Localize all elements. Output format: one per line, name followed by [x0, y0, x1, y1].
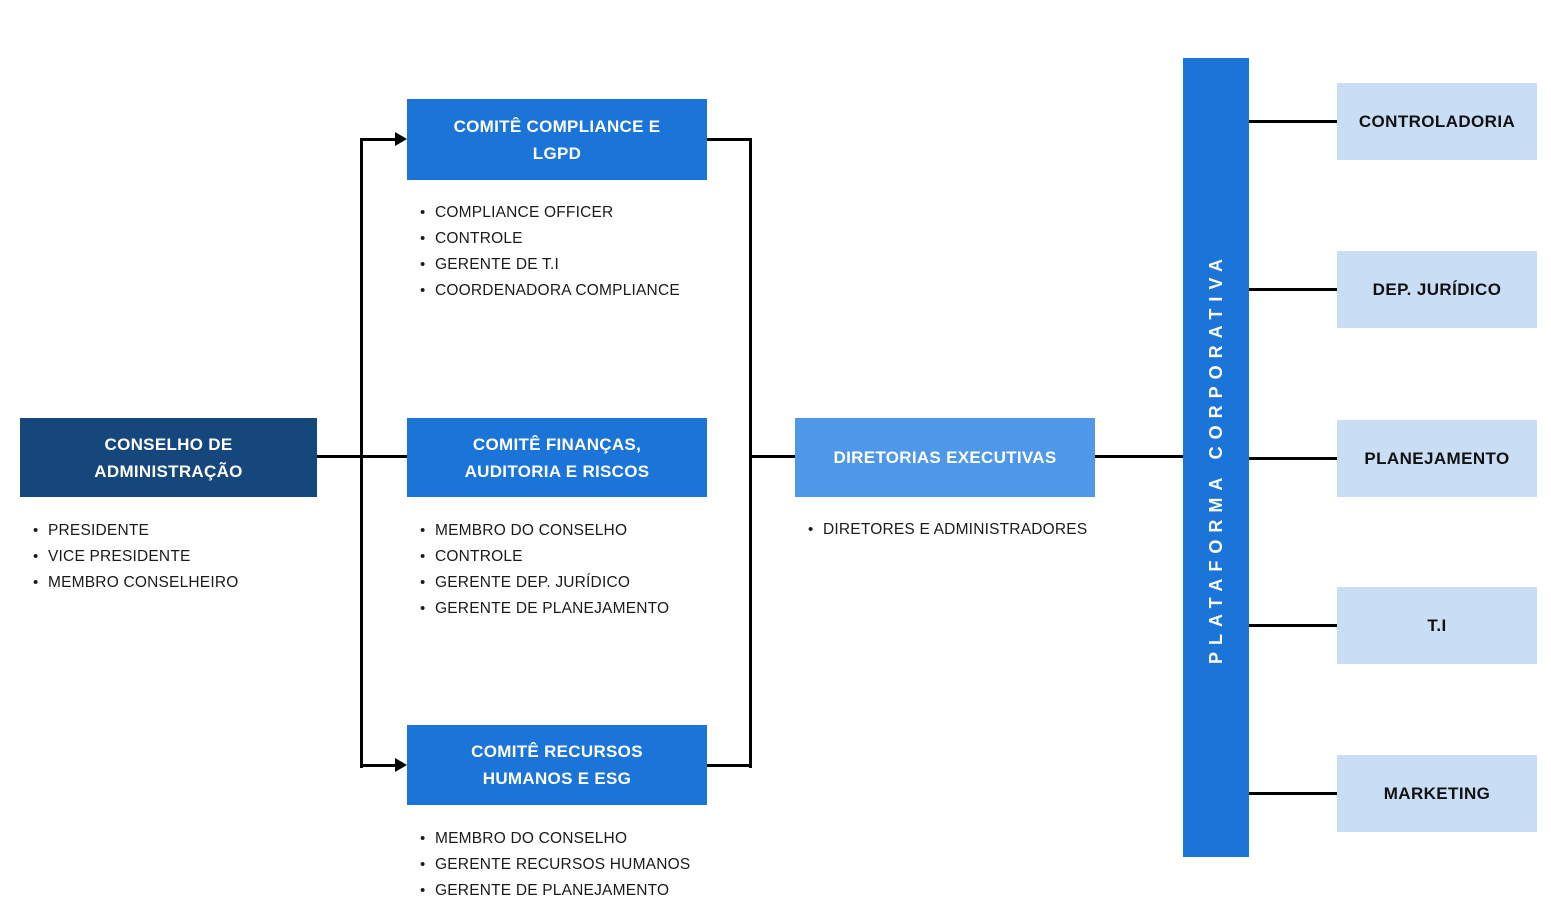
board-member-list: PRESIDENTE VICE PRESIDENTE MEMBRO CONSEL…	[20, 518, 239, 596]
member-item: VICE PRESIDENTE	[20, 544, 239, 570]
committee-finance-node: COMITÊ FINANÇAS, AUDITORIA E RISCOS	[407, 418, 707, 497]
committee-title-line2: LGPD	[532, 143, 582, 163]
committee-title-line1: COMITÊ FINANÇAS,	[472, 434, 642, 454]
department-ti: T.I	[1337, 587, 1537, 664]
connector-compliance-to-right-vertical	[707, 138, 752, 141]
connector-platform-to-marketing	[1249, 792, 1337, 795]
member-item: MEMBRO CONSELHEIRO	[20, 570, 239, 596]
member-item: GERENTE DE PLANEJAMENTO	[407, 878, 690, 904]
board-title-line2: ADMINISTRAÇÃO	[94, 461, 243, 481]
connector-to-executive	[749, 455, 795, 458]
member-item: MEMBRO DO CONSELHO	[407, 518, 669, 544]
committee-title-line2: HUMANOS E ESG	[482, 769, 632, 788]
connector-left-vertical	[360, 138, 363, 768]
committee-hr-node: COMITÊ RECURSOS HUMANOS E ESG	[407, 725, 707, 805]
board-node: CONSELHO DE ADMINISTRAÇÃO	[20, 418, 317, 497]
member-item: GERENTE RECURSOS HUMANOS	[407, 852, 690, 878]
member-item: COORDENADORA COMPLIANCE	[407, 278, 680, 304]
member-item: GERENTE DE T.I	[407, 252, 680, 278]
member-item: CONTROLE	[407, 544, 669, 570]
executive-node: DIRETORIAS EXECUTIVAS	[795, 418, 1095, 497]
committee-finance-member-list: MEMBRO DO CONSELHO CONTROLE GERENTE DEP.…	[407, 518, 669, 622]
arrow-right-icon	[395, 132, 407, 146]
arrow-right-icon	[395, 758, 407, 772]
connector-platform-to-ti	[1249, 624, 1337, 627]
member-item: PRESIDENTE	[20, 518, 239, 544]
committee-hr-member-list: MEMBRO DO CONSELHO GERENTE RECURSOS HUMA…	[407, 826, 690, 904]
executive-title: DIRETORIAS EXECUTIVAS	[833, 448, 1057, 467]
committee-compliance-member-list: COMPLIANCE OFFICER CONTROLE GERENTE DE T…	[407, 200, 680, 304]
department-juridico: DEP. JURÍDICO	[1337, 251, 1537, 328]
committee-title-line1: COMITÊ COMPLIANCE E	[453, 116, 661, 136]
connector-executive-to-platform	[1095, 455, 1184, 458]
member-item: CONTROLE	[407, 226, 680, 252]
connector-to-compliance-committee	[360, 138, 398, 141]
department-marketing: MARKETING	[1337, 755, 1537, 832]
connector-hr-to-right-vertical	[707, 764, 752, 767]
department-planejamento: PLANEJAMENTO	[1337, 420, 1537, 497]
member-item: MEMBRO DO CONSELHO	[407, 826, 690, 852]
executive-member-list: DIRETORES E ADMINISTRADORES	[795, 517, 1087, 543]
connector-platform-to-planejamento	[1249, 457, 1337, 460]
platform-bar: PLATAFORMA CORPORATIVA	[1183, 58, 1249, 857]
connector-platform-to-juridico	[1249, 288, 1337, 291]
department-controladoria: CONTROLADORIA	[1337, 83, 1537, 160]
committee-title-line2: AUDITORIA E RISCOS	[464, 461, 650, 481]
committee-compliance-node: COMITÊ COMPLIANCE E LGPD	[407, 99, 707, 180]
committee-title-line1: COMITÊ RECURSOS	[471, 742, 643, 761]
member-item: COMPLIANCE OFFICER	[407, 200, 680, 226]
connector-to-hr-committee	[360, 764, 398, 767]
member-item: GERENTE DEP. JURÍDICO	[407, 570, 669, 596]
member-item: GERENTE DE PLANEJAMENTO	[407, 596, 669, 622]
member-item: DIRETORES E ADMINISTRADORES	[795, 517, 1087, 543]
connector-right-vertical	[749, 138, 752, 768]
platform-title: PLATAFORMA CORPORATIVA	[1205, 251, 1226, 664]
board-title-line1: CONSELHO DE	[104, 434, 233, 454]
connector-platform-to-controladoria	[1249, 120, 1337, 123]
